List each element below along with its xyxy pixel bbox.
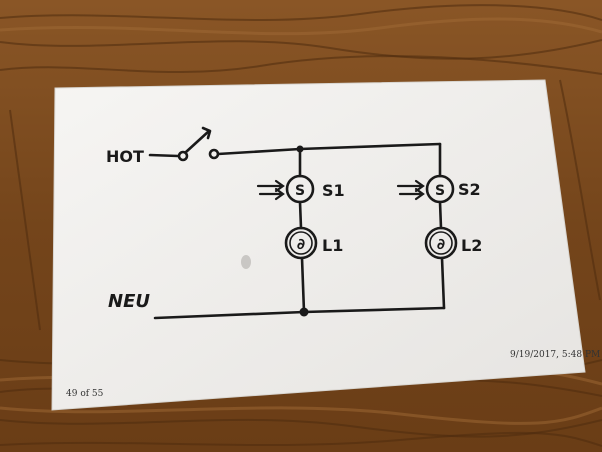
sensor-1-symbol <box>285 174 315 204</box>
hot-label: HOT <box>106 147 144 166</box>
sensor-2-glyph: S <box>435 183 445 199</box>
lamp-2-symbol <box>424 226 458 260</box>
sensor-2-label: S2 <box>458 180 481 199</box>
neutral-label: NEU <box>108 291 150 312</box>
lamp-1-label: L1 <box>322 236 343 255</box>
sensor-1-glyph: S <box>295 183 305 199</box>
paper-sheet <box>51 79 586 411</box>
motion-arrows-1 <box>256 179 285 201</box>
motion-arrows-2 <box>396 179 425 201</box>
junction-dot-top <box>296 145 304 153</box>
lamp-1-symbol <box>284 226 318 260</box>
print-timestamp: 9/19/2017, 5:48 PM <box>510 350 600 360</box>
sensor-1-label: S1 <box>322 181 345 200</box>
lamp-2-label: L2 <box>461 236 482 255</box>
paper-smudge <box>241 255 251 269</box>
junction-dot-bottom <box>299 307 309 317</box>
lamp-1-glyph: ∂ <box>297 235 305 253</box>
lamp-2-glyph: ∂ <box>437 235 445 253</box>
print-page-count: 49 of 55 <box>66 389 104 399</box>
sensor-2-symbol <box>425 174 455 204</box>
